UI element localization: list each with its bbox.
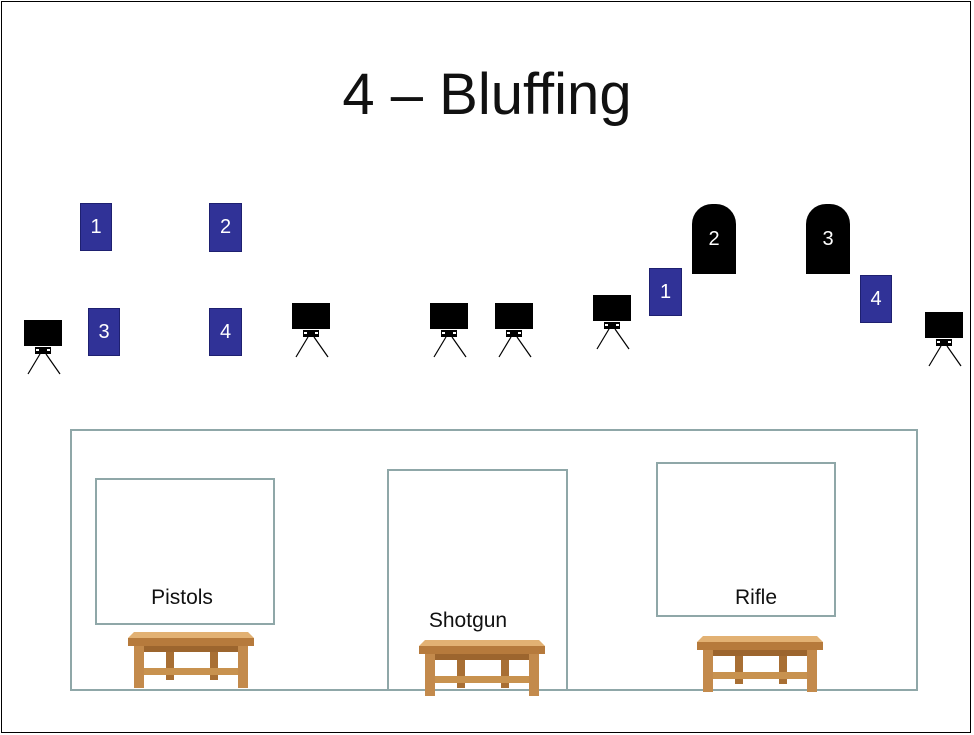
knockdown-target-icon <box>290 303 334 359</box>
blue-target-2: 2 <box>209 203 242 252</box>
knockdown-target-icon <box>22 320 66 376</box>
steel-target-2: 2 <box>692 204 736 274</box>
blue-target-3: 3 <box>88 308 120 356</box>
page-title: 4 – Bluffing <box>342 62 632 127</box>
target-number: 4 <box>870 287 882 310</box>
knockdown-target-icon <box>923 312 967 368</box>
target-number: 2 <box>219 216 232 238</box>
blue-target-4: 4 <box>209 308 242 356</box>
pistol-table-icon <box>128 624 254 690</box>
blue-target-rifle-4: 4 <box>860 275 892 323</box>
rifle-table-icon <box>697 628 823 694</box>
knockdown-target-icon <box>428 303 472 359</box>
shotgun-position-box <box>387 469 568 691</box>
knockdown-target-icon <box>591 295 635 351</box>
knockdown-target-icon <box>493 303 537 359</box>
rifle-label: Rifle <box>734 586 777 609</box>
shotgun-table-icon <box>419 632 545 698</box>
target-number: 2 <box>708 227 720 250</box>
target-number: 4 <box>219 320 232 343</box>
target-number: 3 <box>98 320 110 343</box>
pistol-position-box <box>95 478 275 625</box>
target-number: 1 <box>659 280 672 303</box>
blue-target-1: 1 <box>80 203 112 251</box>
pistols-label: Pistols <box>151 586 213 609</box>
steel-target-3: 3 <box>806 204 850 274</box>
shotgun-label: Shotgun <box>428 609 508 632</box>
rifle-position-box <box>656 462 836 617</box>
blue-target-rifle-1: 1 <box>649 268 682 316</box>
target-number: 1 <box>90 215 102 238</box>
target-number: 3 <box>822 227 834 250</box>
